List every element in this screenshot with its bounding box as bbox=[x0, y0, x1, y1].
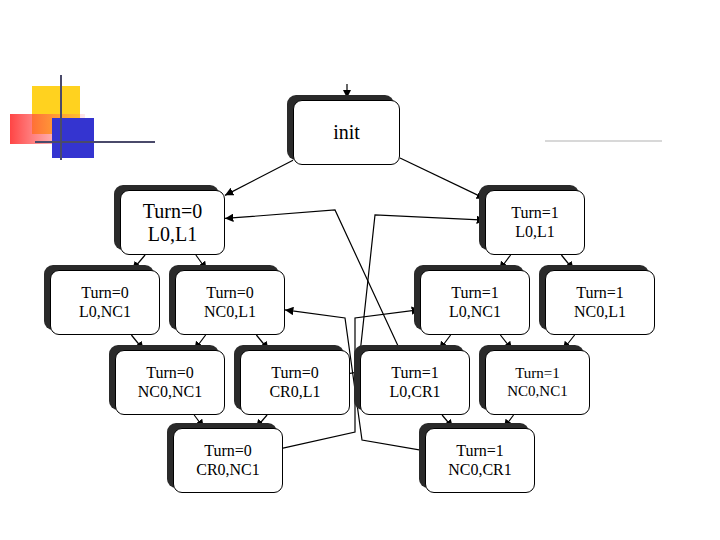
transition-arrow bbox=[194, 415, 204, 428]
transition-arrow bbox=[563, 335, 575, 350]
decor-line bbox=[60, 75, 62, 160]
transition-arrow bbox=[500, 335, 512, 350]
decor-line bbox=[545, 140, 662, 142]
state-box: Turn=0 L0,NC1 bbox=[50, 270, 160, 335]
state-label: Turn=0 CR0,L1 bbox=[255, 364, 335, 401]
transition-arrow bbox=[196, 255, 207, 270]
transition-arrow bbox=[131, 335, 143, 350]
state-box: Turn=0 CR0,L1 bbox=[240, 350, 350, 415]
state-label: Turn=0 L0,L1 bbox=[135, 200, 210, 246]
state-label: Turn=1 L0,CR1 bbox=[375, 364, 455, 401]
state-box: Turn=1 L0,NC1 bbox=[420, 270, 530, 335]
state-box: Turn=1 NC0,L1 bbox=[545, 270, 655, 335]
state-label: init bbox=[333, 121, 360, 144]
state-box: Turn=1 NC0,NC1 bbox=[485, 350, 590, 415]
state-label: Turn=1 NC0,CR1 bbox=[440, 442, 520, 479]
transition-arrow bbox=[132, 255, 145, 270]
state-box: Turn=1 NC0,CR1 bbox=[425, 428, 535, 493]
state-box: Turn=1 L0,L1 bbox=[485, 190, 585, 255]
state-box: Turn=0 CR0,NC1 bbox=[173, 428, 283, 493]
blue-square bbox=[52, 118, 94, 158]
transition-arrow bbox=[442, 415, 453, 428]
decor-line bbox=[35, 141, 155, 143]
transition-arrow bbox=[504, 415, 514, 428]
state-box: init bbox=[293, 100, 400, 165]
state-label: Turn=0 NC0,NC1 bbox=[130, 364, 210, 401]
state-label: Turn=0 L0,NC1 bbox=[65, 284, 145, 321]
transition-arrow bbox=[499, 255, 510, 270]
transition-arrow bbox=[225, 160, 293, 195]
transition-arrow bbox=[439, 335, 450, 350]
state-label: Turn=0 CR0,NC1 bbox=[188, 442, 268, 479]
transition-arrow bbox=[400, 158, 485, 199]
transition-arrow bbox=[561, 255, 573, 270]
state-label: Turn=0 NC0,L1 bbox=[190, 284, 270, 321]
state-label: Turn=1 NC0,L1 bbox=[560, 284, 640, 321]
transition-arrow bbox=[256, 415, 267, 428]
state-box: Turn=1 L0,CR1 bbox=[360, 350, 470, 415]
state-box: Turn=0 L0,L1 bbox=[120, 190, 225, 255]
state-box: Turn=0 NC0,L1 bbox=[175, 270, 285, 335]
transition-arrow bbox=[256, 335, 268, 350]
transition-arrow bbox=[194, 335, 205, 350]
state-box: Turn=0 NC0,NC1 bbox=[115, 350, 225, 415]
start-arrow bbox=[346, 84, 347, 98]
state-label: Turn=1 L0,L1 bbox=[500, 204, 570, 241]
state-label: Turn=1 L0,NC1 bbox=[435, 284, 515, 321]
state-label: Turn=1 NC0,NC1 bbox=[500, 365, 575, 400]
